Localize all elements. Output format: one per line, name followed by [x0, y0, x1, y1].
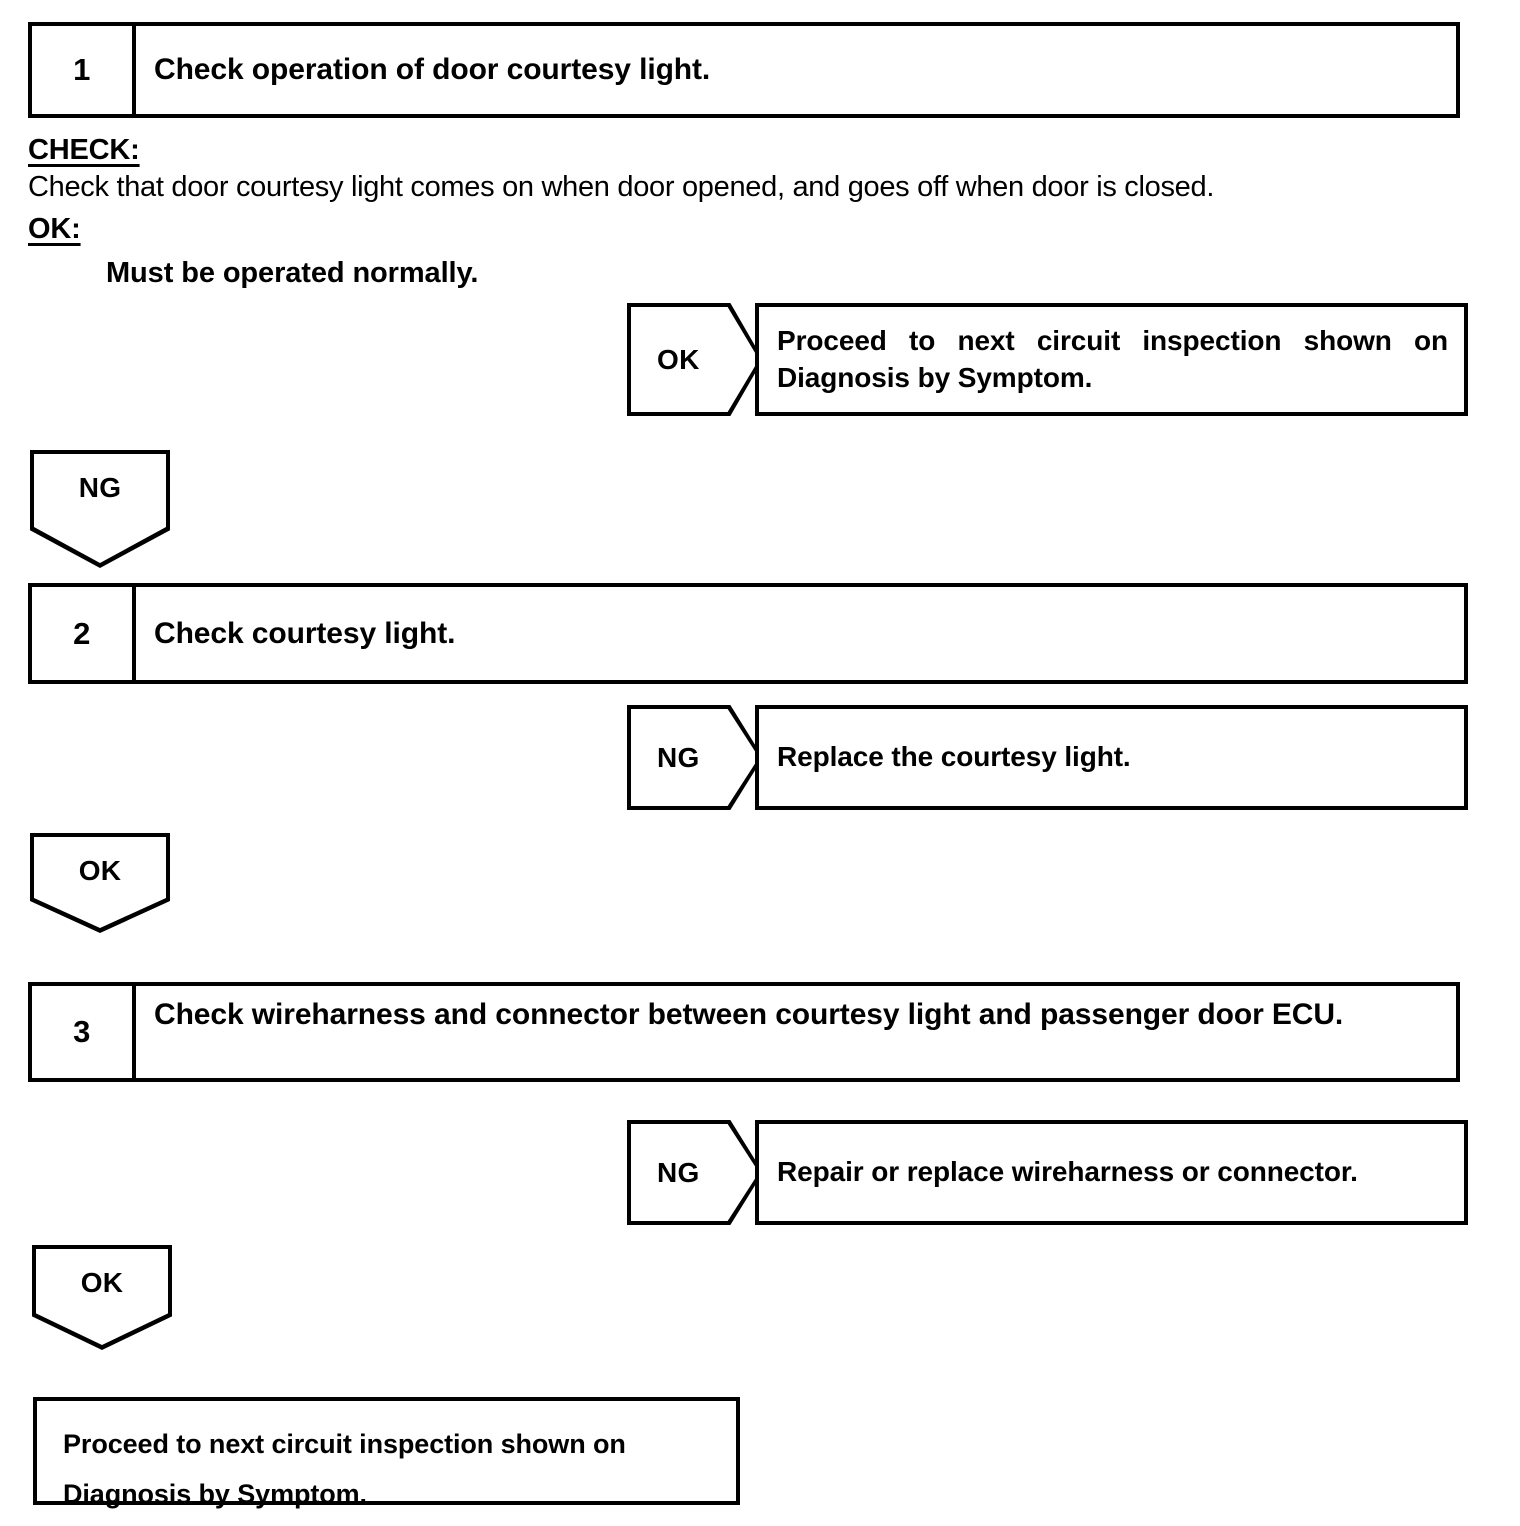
- step-number-1: 1: [32, 26, 136, 114]
- step-box-2: 2 Check courtesy light.: [28, 583, 1468, 684]
- check-label-row: CHECK:: [28, 134, 1428, 167]
- ok-label: OK:: [28, 213, 81, 245]
- step-box-1: 1 Check operation of door courtesy light…: [28, 22, 1460, 118]
- terminal-line-2: Diagnosis by Symptom.: [63, 1479, 367, 1510]
- ok-criteria: Must be operated normally.: [106, 257, 479, 289]
- step-text-3: Check wireharness and connector between …: [154, 998, 1344, 1031]
- branch-arrow-ok-step3: OK: [32, 1245, 172, 1350]
- branch-arrow-ok-step1: OK: [627, 303, 763, 416]
- branch-arrow-ok-step1-inner: OK: [631, 307, 759, 412]
- result-text: Repair or replace wireharness or connect…: [777, 1156, 1358, 1188]
- branch-arrow-ng-step2-inner: NG: [631, 709, 759, 806]
- ok-label-row: OK:: [28, 213, 1428, 246]
- branch-label-ok: OK: [657, 343, 700, 375]
- result-text: Replace the courtesy light.: [777, 741, 1131, 773]
- result-line-1: Proceed to next circuit inspection shown…: [777, 325, 1448, 356]
- step-text-2: Check courtesy light.: [154, 616, 456, 650]
- result-box-step3-ng: Repair or replace wireharness or connect…: [755, 1120, 1468, 1225]
- branch-arrow-ng-step1-inner: [34, 454, 166, 563]
- branch-label-ok-step2: OK: [78, 855, 122, 886]
- step-number-2: 2: [32, 587, 136, 680]
- check-label: CHECK:: [28, 134, 140, 166]
- terminal-result-box: Proceed to next circuit inspection shown…: [33, 1397, 740, 1509]
- step-number-3: 3: [32, 986, 136, 1078]
- step-text-1: Check operation of door courtesy light.: [154, 53, 711, 87]
- branch-label-ng: NG: [78, 472, 122, 503]
- branch-label-ok-step3: OK: [80, 1267, 124, 1298]
- result-box-step1-ok: Proceed to next circuit inspection shown…: [755, 303, 1468, 416]
- branch-label-ng-step3: NG: [657, 1156, 700, 1188]
- branch-arrow-ng-step2: NG: [627, 705, 763, 810]
- check-text-block: CHECK: Check that door courtesy light co…: [28, 134, 1428, 290]
- branch-arrow-ok-step2: OK: [30, 833, 170, 933]
- branch-label-ng-step2: NG: [657, 741, 700, 773]
- terminal-line-1: Proceed to next circuit inspection shown…: [63, 1429, 626, 1459]
- branch-arrow-ng-step3-inner: NG: [631, 1124, 759, 1221]
- branch-arrow-ng-step1: NG: [30, 450, 170, 568]
- result-line-2: Diagnosis by Symptom.: [777, 361, 1093, 393]
- check-description: Check that door courtesy light comes on …: [28, 171, 1215, 203]
- result-box-step2-ng: Replace the courtesy light.: [755, 705, 1468, 810]
- step-box-3: 3 Check wireharness and connector betwee…: [28, 982, 1460, 1082]
- branch-arrow-ng-step3: NG: [627, 1120, 763, 1225]
